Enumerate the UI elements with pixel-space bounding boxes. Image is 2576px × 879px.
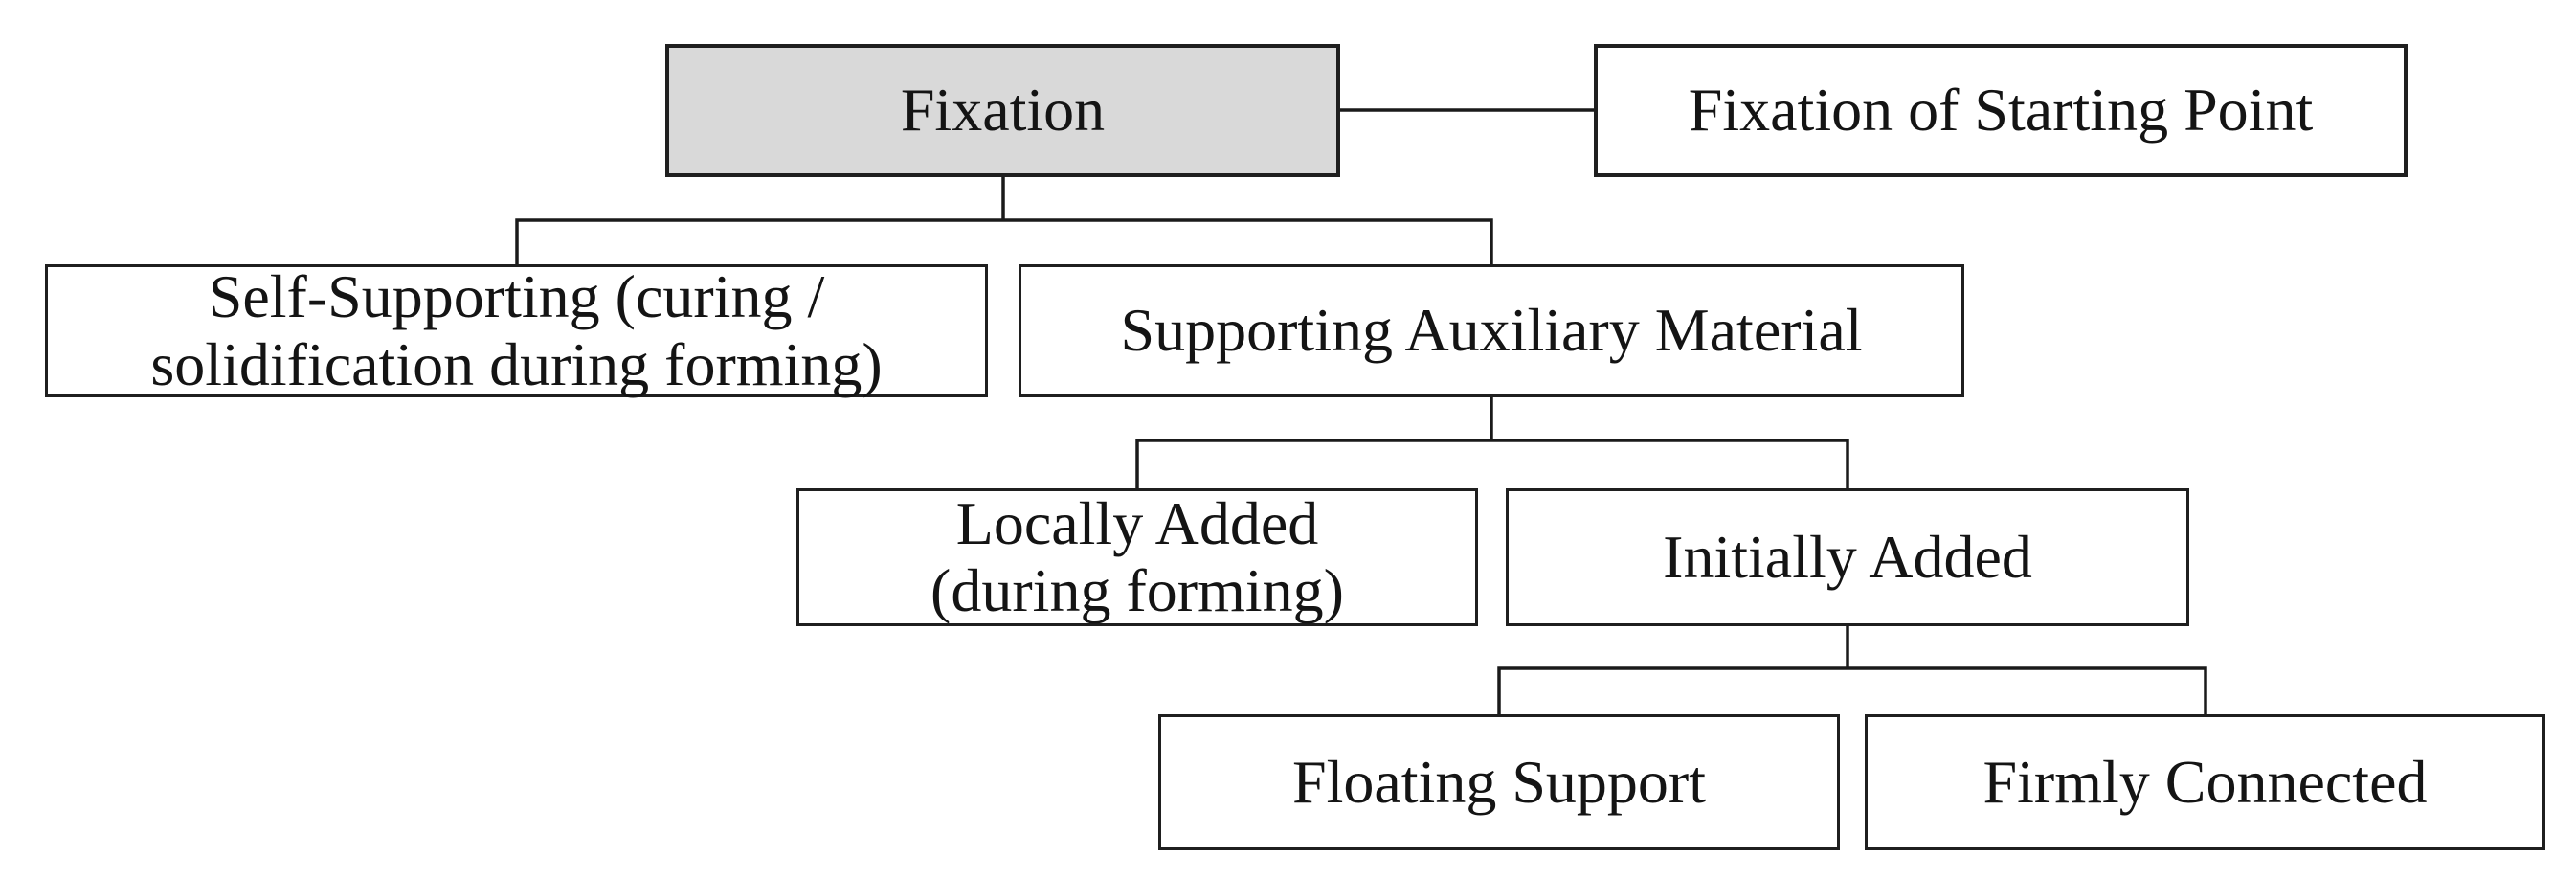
node-locally-added: Locally Added (during forming) bbox=[796, 488, 1478, 626]
node-self-supporting: Self-Supporting (curing / solidification… bbox=[45, 262, 988, 397]
node-initially-added: Initially Added bbox=[1506, 488, 2189, 626]
node-floating-support: Floating Support bbox=[1158, 714, 1840, 850]
edge-fixation-to-children bbox=[515, 177, 1493, 264]
edge-initially-added-to-children bbox=[1497, 626, 2207, 714]
node-fixation: Fixation bbox=[665, 44, 1340, 177]
edge-supporting-aux-to-children bbox=[1135, 397, 1849, 488]
node-fixation-of-starting-point: Fixation of Starting Point bbox=[1594, 44, 2408, 177]
node-supporting-auxiliary-material: Supporting Auxiliary Material bbox=[1019, 264, 1964, 397]
node-firmly-connected: Firmly Connected bbox=[1865, 714, 2545, 850]
